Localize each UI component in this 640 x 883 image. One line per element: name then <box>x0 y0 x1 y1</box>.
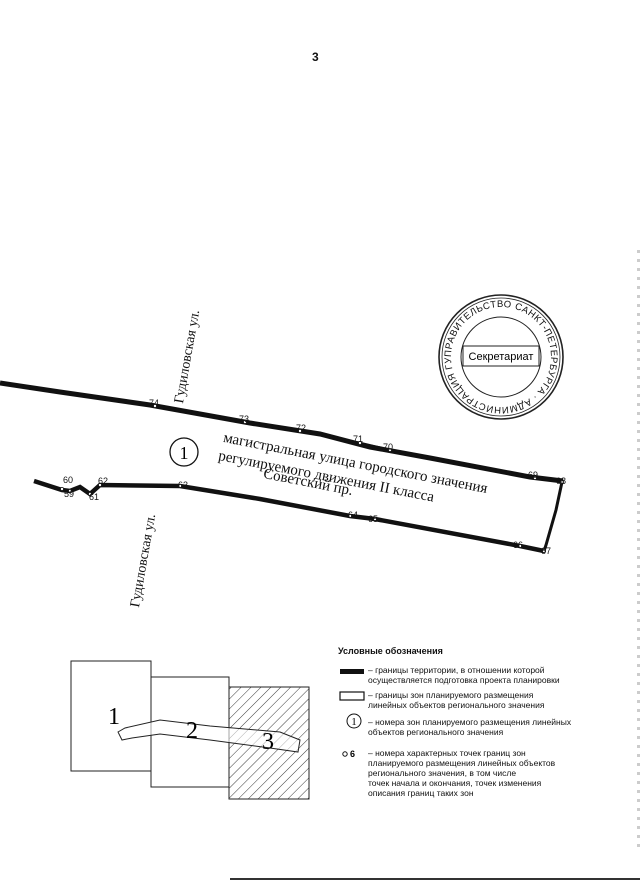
legend-symbol-circle <box>346 713 362 729</box>
legend-title: Условные обозначения <box>338 646 443 656</box>
point-label: 60 <box>63 475 74 485</box>
legend-item-territory: – границы территории, в отношении которо… <box>368 665 560 685</box>
inset-label-3: 3 <box>262 729 274 755</box>
stamp-center-text: Секретариат <box>469 351 534 363</box>
point-label: 65 <box>368 514 379 524</box>
point-label: 66 <box>513 540 524 550</box>
point-label: 67 <box>541 546 552 556</box>
zone-number-circle <box>169 437 199 467</box>
zone-boundary-right <box>542 481 564 552</box>
legend-item-zone-number: – номера зон планируемого размещения лин… <box>368 717 572 737</box>
legend-item-point-number: – номера характерных точек границ зон пл… <box>368 748 556 798</box>
point-label: 62 <box>98 476 109 486</box>
legend-symbol-point <box>342 751 348 757</box>
point-label: 71 <box>353 434 364 444</box>
legend-symbol-thick-line <box>340 669 364 674</box>
zone-number: 1 <box>180 443 189 463</box>
page-number: 3 <box>312 50 319 64</box>
inset-label-1: 1 <box>108 704 120 730</box>
point-label: 63 <box>178 480 189 490</box>
bottom-border-line <box>230 878 640 880</box>
legend-symbol-point-number: 6 <box>350 749 355 759</box>
point-label: 70 <box>383 442 394 452</box>
legend-symbol-circle-number: 1 <box>351 716 357 728</box>
inset-label-2: 2 <box>186 718 198 744</box>
legend-symbols: 1 6 <box>339 669 365 759</box>
legend-item-zone-boundary: – границы зон планируемого размещения ли… <box>368 690 545 710</box>
point-label: 59 <box>64 489 75 499</box>
point-label: 69 <box>528 470 539 480</box>
point-label: 61 <box>89 492 100 502</box>
inset-zone-outline <box>117 719 301 753</box>
point-markers <box>60 403 565 554</box>
point-label: 72 <box>296 423 307 433</box>
point-label: 74 <box>149 398 160 408</box>
legend-symbol-outline-rect <box>339 691 365 701</box>
inset-location-map: 1 2 3 <box>70 660 310 800</box>
inset-sheet-1 <box>70 660 152 772</box>
official-stamp: ПРАВИТЕЛЬСТВО САНКТ-ПЕТЕРБУРГА · АДМИНИС… <box>436 292 564 420</box>
map-drawing: 1 <box>0 380 565 554</box>
point-label: 68 <box>556 476 567 486</box>
scan-edge-artifact <box>637 250 640 850</box>
point-label: 64 <box>348 510 359 520</box>
point-label: 73 <box>239 414 250 424</box>
